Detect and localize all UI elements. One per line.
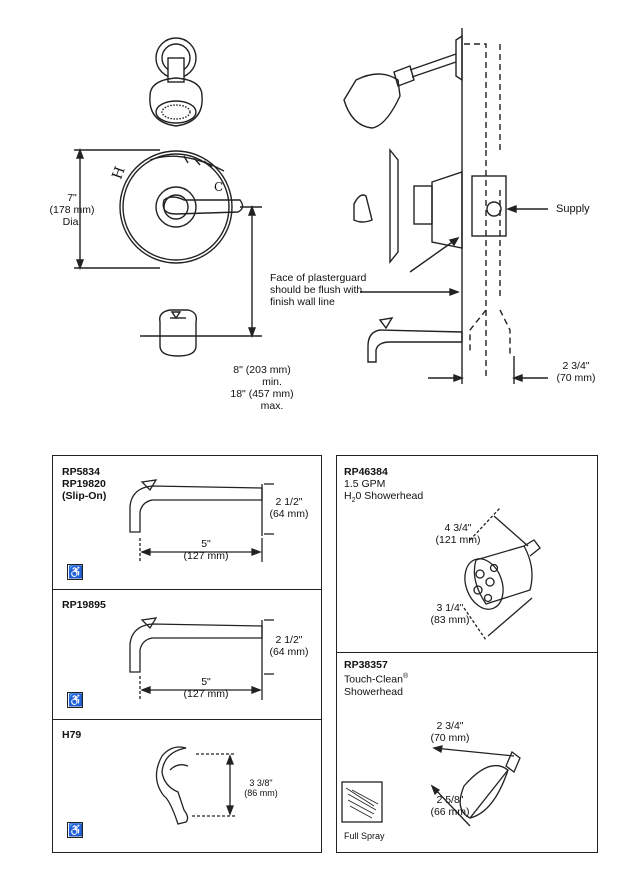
right-parts-panel — [336, 455, 598, 853]
accessible-icon: ♿ — [67, 822, 83, 838]
height-min-label: 8" (203 mm) min. — [233, 364, 291, 388]
left-parts-panel — [52, 455, 322, 853]
depth-dim-label: 2 3/4" (70 mm) — [556, 360, 596, 384]
panel-divider — [337, 652, 597, 653]
h79-height-dim: 3 3/8" (86 mm) — [244, 778, 278, 798]
diameter-dim-label: 7" (178 mm) Dia. — [49, 192, 95, 228]
side-showerhead — [343, 34, 463, 129]
front-tub-spout — [159, 309, 198, 357]
cold-letter: C — [214, 180, 224, 194]
plasterguard-note: Face of plasterguard should be flush wit… — [270, 272, 367, 308]
rp5834-model-label: RP5834 RP19820 (Slip-On) — [62, 466, 107, 502]
rp46384-dia-dim: 3 1/4" (83 mm) — [430, 602, 470, 626]
front-trim-plate — [119, 150, 244, 264]
accessible-icon: ♿ — [67, 692, 83, 708]
supply-label: Supply — [556, 203, 590, 215]
side-valve — [353, 148, 507, 264]
h79-model-label: H79 — [62, 729, 82, 741]
rp38357-dia-dim: 2 5/8" (66 mm) — [430, 794, 470, 818]
rp19895-length-dim: 5" (127 mm) — [183, 676, 229, 700]
panel-divider — [53, 719, 321, 720]
top-elevation-drawing — [74, 28, 548, 384]
accessible-icon: ♿ — [67, 564, 83, 580]
rp46384-length-dim: 4 3/4" (121 mm) — [435, 522, 481, 546]
height-max-label: 18" (457 mm) max. — [230, 388, 294, 412]
rp46384-label: RP46384 1.5 GPM H20 Showerhead — [344, 466, 424, 505]
rp19895-model-label: RP19895 — [62, 599, 106, 611]
rp19895-height-dim: 2 1/2" (64 mm) — [269, 634, 309, 658]
rp38357-length-dim: 2 3/4" (70 mm) — [430, 720, 470, 744]
front-showerhead — [149, 37, 203, 127]
rp5834-height-dim: 2 1/2" (64 mm) — [269, 496, 309, 520]
rp38357-label: RP38357 Touch-Clean® Showerhead — [344, 659, 409, 698]
rp5834-length-dim: 5" (127 mm) — [183, 538, 229, 562]
side-tub-spout — [367, 317, 463, 363]
panel-divider — [53, 589, 321, 590]
full-spray-label: Full Spray — [344, 831, 385, 841]
